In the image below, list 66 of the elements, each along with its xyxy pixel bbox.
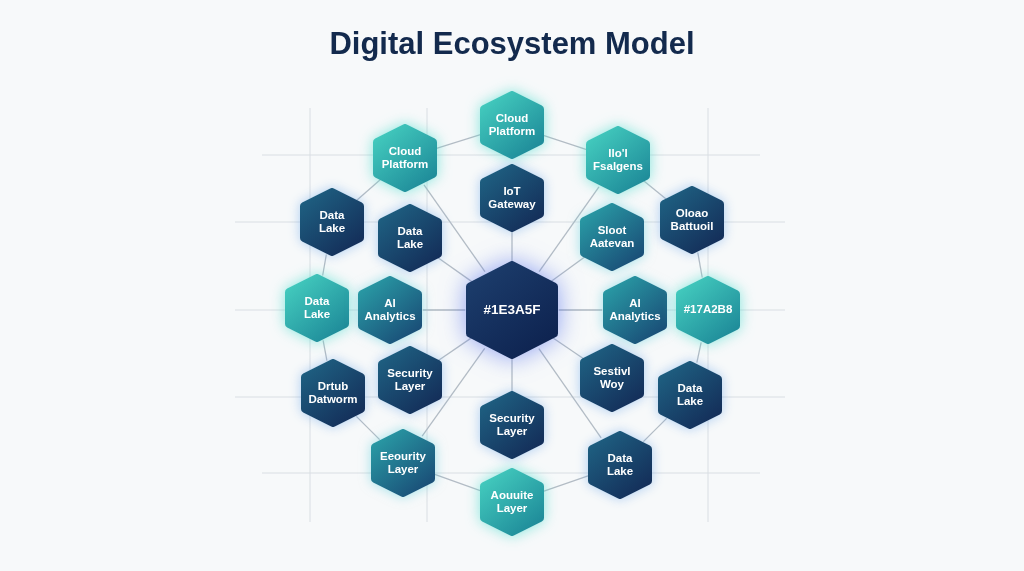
node-label: Cloud Platform: [487, 111, 537, 139]
node-label: Sestivl Woy: [592, 364, 632, 392]
connector-line: [433, 473, 482, 492]
hexagon-node: [580, 203, 644, 271]
hexagon-node: [371, 429, 435, 497]
connector-line: [355, 415, 381, 441]
node-label: Ilo'I Fsalgens: [592, 146, 644, 174]
connector-line: [696, 341, 702, 364]
connector-line: [542, 475, 590, 492]
hexagon-node: [660, 186, 724, 254]
node-label: AI Analytics: [364, 296, 416, 324]
connector-line: [422, 309, 466, 311]
connector-line: [322, 339, 328, 362]
hexagon-node: [676, 276, 740, 344]
connector-line: [423, 184, 486, 273]
hexagon-node: [358, 276, 422, 344]
connector-line: [511, 230, 513, 264]
node-label: Drtub Datworm: [307, 379, 359, 407]
hexagon-node: [466, 261, 558, 359]
connector-line: [697, 251, 703, 279]
diagram-title: Digital Ecosystem Model: [329, 26, 695, 62]
node-label: Sloot Aatevan: [588, 223, 636, 251]
connector-line: [421, 347, 486, 437]
hexagon-node: [378, 346, 442, 414]
connector-line: [549, 255, 586, 283]
node-label: Data Lake: [675, 381, 705, 409]
node-label: Aouuite Layer: [489, 488, 535, 516]
connector-line: [322, 253, 327, 277]
connector-line: [558, 309, 603, 311]
connector-line: [538, 186, 600, 273]
hexagon-node: [586, 126, 650, 194]
node-label: Security Layer: [386, 366, 434, 394]
connector-line: [643, 180, 667, 200]
hexagon-node: [480, 468, 544, 536]
node-label: Eeourity Layer: [379, 449, 427, 477]
node-label: IoT Gateway: [487, 184, 537, 212]
hexagon-node: [285, 274, 349, 342]
connector-line: [550, 335, 586, 361]
connector-line: [356, 179, 381, 201]
node-label: Oloao Battuoil: [669, 206, 715, 234]
connector-line: [642, 417, 668, 443]
connector-line: [435, 134, 482, 149]
node-label: Cloud Platform: [380, 144, 430, 172]
node-label: #1E3A5F: [483, 302, 541, 318]
node-label: AI Analytics: [609, 296, 661, 324]
hexagon-node: [658, 361, 722, 429]
node-label: Data Lake: [302, 294, 332, 322]
hexagon-node: [480, 91, 544, 159]
hexagon-node: [378, 204, 442, 272]
connector-line: [511, 356, 513, 393]
node-label: #17A2B8: [683, 303, 733, 317]
connector-line: [542, 134, 588, 151]
hexagon-node: [603, 276, 667, 344]
node-label: Data Lake: [605, 451, 635, 479]
hexagon-node: [373, 124, 437, 192]
node-label: Security Layer: [488, 411, 536, 439]
hexagon-node: [301, 359, 365, 427]
connector-line: [538, 347, 602, 439]
node-label: Data Lake: [395, 224, 425, 252]
hexagon-node: [480, 164, 544, 232]
hexagon-node: [480, 391, 544, 459]
hexagon-node: [588, 431, 652, 499]
node-label: Data Lake: [317, 208, 347, 236]
connector-line: [436, 335, 474, 362]
hexagon-node: [580, 344, 644, 412]
hexagon-node: [300, 188, 364, 256]
